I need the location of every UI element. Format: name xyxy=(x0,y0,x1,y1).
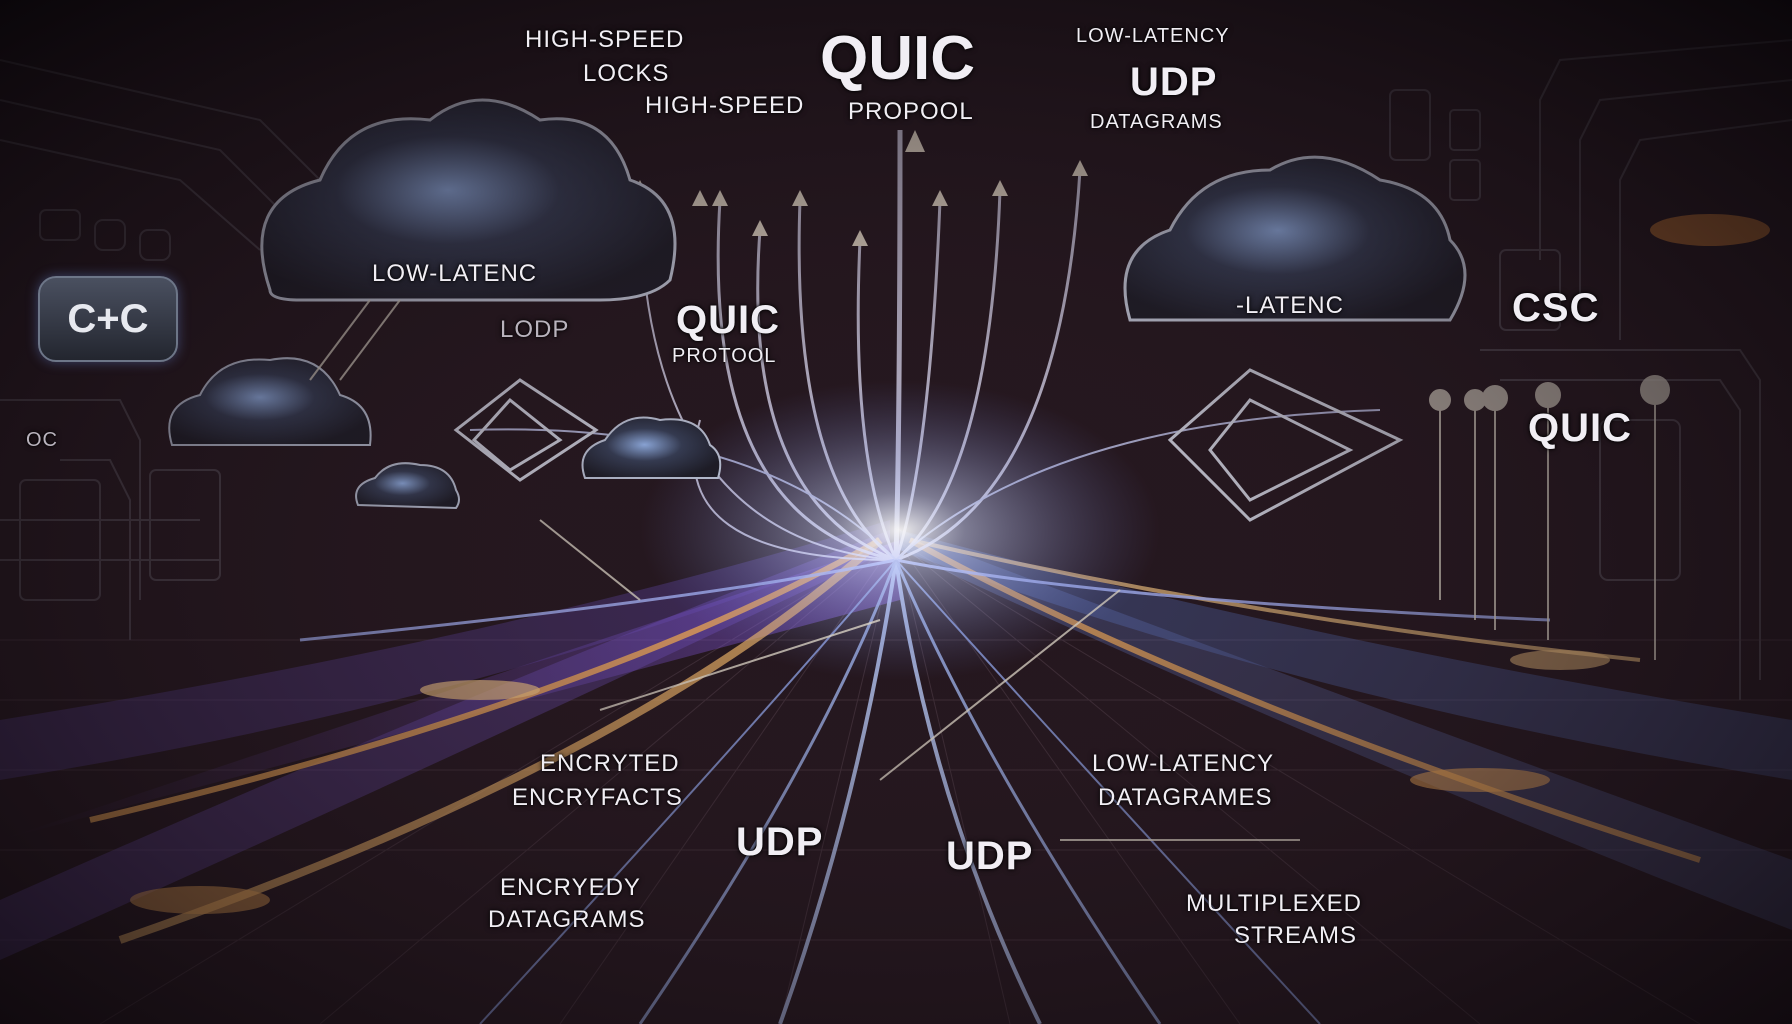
label-high-speed-top: HIGH-SPEED xyxy=(525,26,685,53)
label-quic-right: QUIC xyxy=(1528,406,1632,450)
label-multiplexed: MULTIPLEXED xyxy=(1186,890,1362,917)
label-udp-bottom-left: UDP xyxy=(736,820,824,864)
label-oc-left: OC xyxy=(26,429,58,451)
label-ldp: LODP xyxy=(500,316,570,343)
label-high-speed-second: HIGH-SPEED xyxy=(645,92,805,119)
label-datagrams-bottom: DATAGRAMS xyxy=(488,906,646,933)
label-low-latency-bottom: LOW-LATENCY xyxy=(1092,750,1275,777)
label-locks: LOCKS xyxy=(583,60,670,87)
label-udp-bottom-right: UDP xyxy=(946,834,1034,878)
label-csc: CSC xyxy=(1512,286,1600,330)
label-encryfacts: ENCRYFACTS xyxy=(512,784,683,811)
label-encryedy: ENCRYEDY xyxy=(500,874,641,901)
label-cloud-right: -LATENC xyxy=(1236,292,1344,319)
label-quic-mid: QUIC xyxy=(676,298,780,342)
label-protocol-mid: PROTOOL xyxy=(672,345,777,367)
label-low-latency-top: LOW-LATENCY xyxy=(1076,25,1230,47)
label-udp-top: UDP xyxy=(1130,60,1218,104)
badge-left: C+C xyxy=(38,276,178,362)
label-streams: STREAMS xyxy=(1234,922,1358,949)
label-protocol-main: PROPOOL xyxy=(848,98,974,125)
label-quic-main: QUIC xyxy=(820,24,975,93)
label-encryted: ENCRYTED xyxy=(540,750,680,777)
label-datagrames: DATAGRAMES xyxy=(1098,784,1273,811)
label-datagrams-top: DATAGRAMS xyxy=(1090,111,1223,133)
label-cloud-left: LOW-LATENC xyxy=(372,260,538,287)
